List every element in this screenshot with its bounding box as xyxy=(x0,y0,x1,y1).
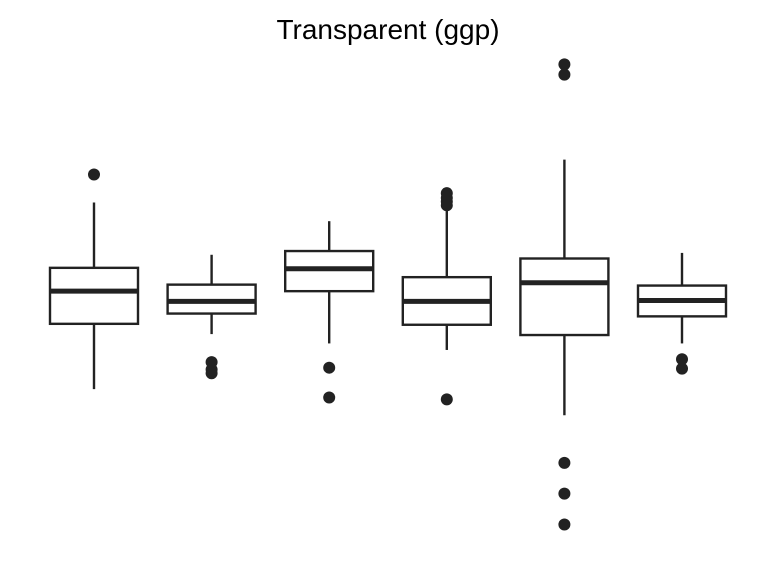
chart-title: Transparent (ggp) xyxy=(276,14,500,45)
box-5 xyxy=(519,257,610,337)
outlier-point-4-5 xyxy=(440,199,453,212)
outlier-point-4-1 xyxy=(440,393,453,406)
outlier-point-6-1 xyxy=(676,353,688,366)
outlier-point-6-2 xyxy=(676,362,688,375)
outlier-point-3-2 xyxy=(323,391,336,404)
box-1 xyxy=(48,266,140,326)
outlier-point-5-3 xyxy=(558,518,571,531)
outlier-point-1-1 xyxy=(88,168,100,181)
outlier-point-5-1 xyxy=(558,456,571,469)
outlier-point-3-1 xyxy=(323,361,336,374)
outlier-point-5-2 xyxy=(558,487,571,500)
outlier-point-5-5 xyxy=(558,58,571,71)
outlier-point-5-4 xyxy=(558,68,571,81)
outlier-point-2-3 xyxy=(205,367,218,380)
